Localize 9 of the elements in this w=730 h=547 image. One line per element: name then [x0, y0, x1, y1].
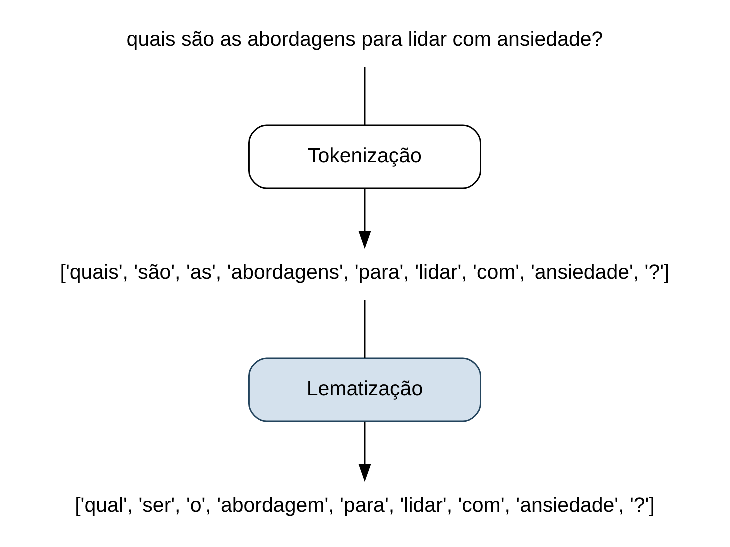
arrow	[358, 188, 372, 250]
arrow	[358, 422, 372, 482]
node-text: ['quais', 'são', 'as', 'abordagens', 'para', 'lidar', 'com', 'ansiedade', '?']	[60, 260, 670, 284]
connector	[364, 300, 366, 358]
node-box: Lematização	[248, 358, 482, 422]
node-box: Tokenização	[248, 124, 482, 190]
node-text: ['qual', 'ser', 'o', 'abordagem', 'para', 'lidar', 'com', 'ansiedade', '?']	[75, 494, 655, 517]
node-text: quais são as abordagens para lidar com ansiedade?	[126, 28, 604, 51]
connector	[364, 67, 366, 126]
